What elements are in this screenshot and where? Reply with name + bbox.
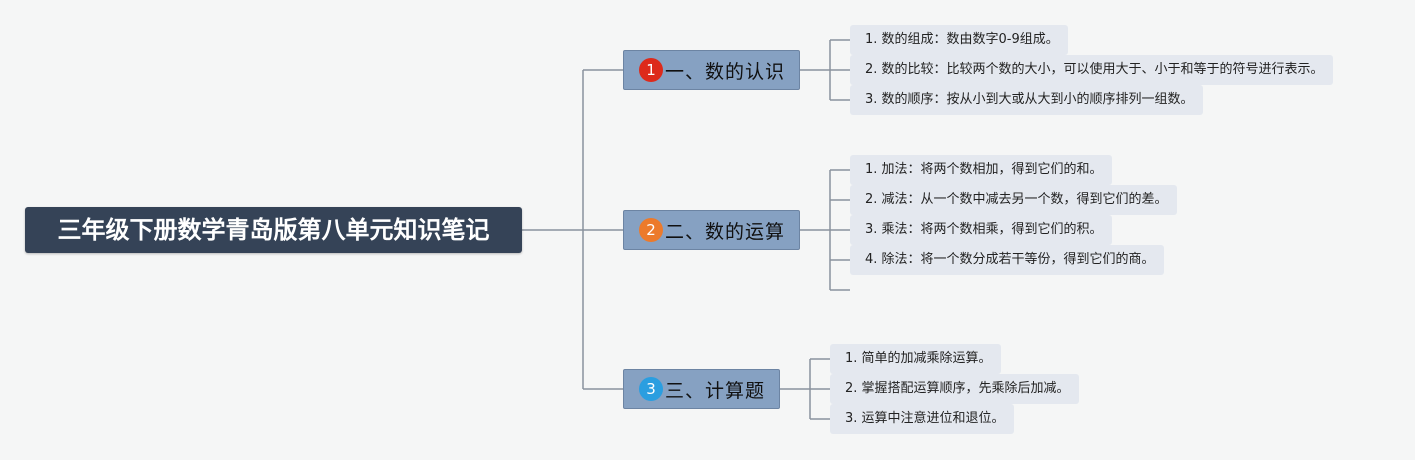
leaf-number-comparison[interactable]: 2. 数的比较：比较两个数的大小，可以使用大于、小于和等于的符号进行表示。 [850,55,1333,85]
branch-3-stem [780,358,830,420]
branch-label: 一、数的认识 [665,60,786,83]
branch-label: 三、计算题 [665,379,766,402]
priority-2-icon: 2 [639,218,663,242]
branch-label: 二、数的运算 [665,220,786,243]
leaf-carry-borrow[interactable]: 3. 运算中注意进位和退位。 [830,404,1014,434]
leaf-addition[interactable]: 1. 加法：将两个数相加，得到它们的和。 [850,155,1112,185]
priority-3-icon: 3 [639,377,663,401]
root-topic[interactable]: 三年级下册数学青岛版第八单元知识笔记 [25,207,522,253]
priority-1-icon: 1 [639,58,663,82]
leaf-basic-arithmetic[interactable]: 1. 简单的加减乘除运算。 [830,344,1001,374]
leaf-operation-order[interactable]: 2. 掌握搭配运算顺序，先乘除后加减。 [830,374,1079,404]
leaf-number-composition[interactable]: 1. 数的组成：数由数字0-9组成。 [850,25,1068,55]
branch-1-stem [800,39,850,101]
branch-calculation-problems[interactable]: 3 三、计算题 [623,369,780,409]
leaf-multiplication[interactable]: 3. 乘法：将两个数相乘，得到它们的积。 [850,215,1112,245]
leaf-subtraction[interactable]: 2. 减法：从一个数中减去另一个数，得到它们的差。 [850,185,1177,215]
branch-2-stem [800,169,850,291]
leaf-division[interactable]: 4. 除法：将一个数分成若干等份，得到它们的商。 [850,245,1164,275]
branch-number-recognition[interactable]: 1 一、数的认识 [623,50,800,90]
leaf-number-order[interactable]: 3. 数的顺序：按从小到大或从大到小的顺序排列一组数。 [850,85,1203,115]
branch-number-operations[interactable]: 2 二、数的运算 [623,210,800,250]
